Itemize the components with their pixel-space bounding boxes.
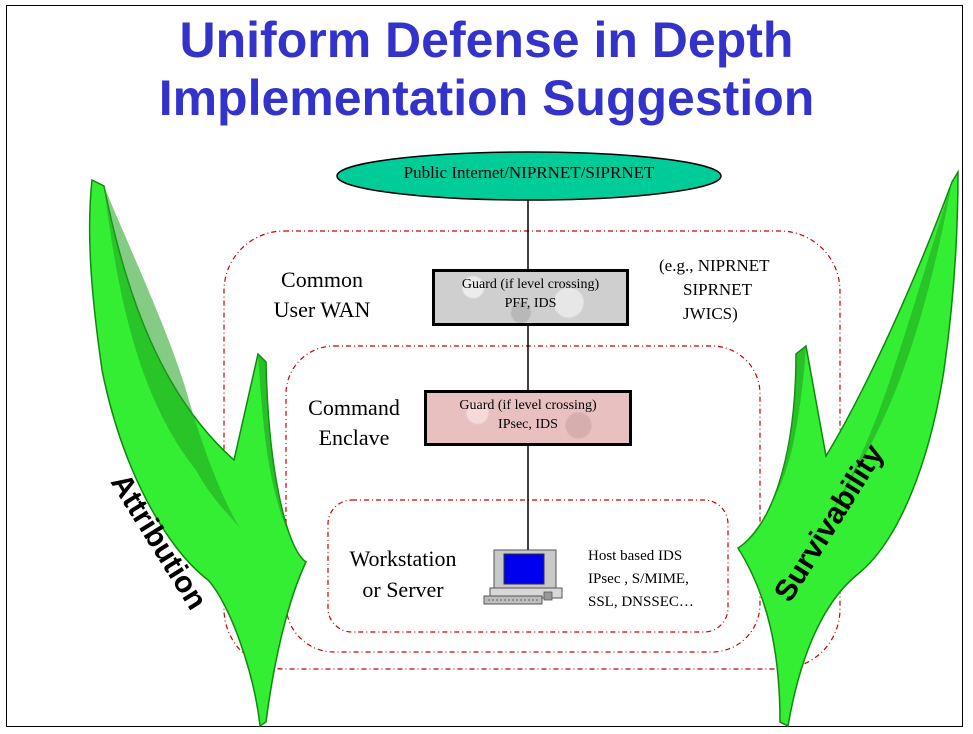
title-line-2: Implementation Suggestion	[158, 70, 815, 126]
enclave-boundary	[285, 345, 761, 653]
wan-boundary	[223, 230, 841, 670]
host-tech-line-3: SSL, DNSSEC…	[588, 594, 694, 610]
host-label-line-2: or Server	[362, 577, 444, 602]
slide-frame	[6, 5, 963, 727]
computer-icon	[483, 549, 563, 605]
wan-examples-line-2: SIPRNET	[683, 280, 752, 299]
wan-guard-line-1: Guard (if level crossing)	[461, 277, 600, 292]
wan-examples-line-3: JWICS)	[683, 304, 738, 323]
wan-label-line-2: User WAN	[273, 297, 371, 322]
wan-guard-box: Guard (if level crossing) PFF, IDS	[432, 269, 629, 326]
wan-guard-line-2: PFF, IDS	[504, 296, 557, 311]
wan-label-line-1: Common	[281, 267, 363, 292]
network-label: Public Internet/NIPRNET/SIPRNET	[403, 163, 655, 182]
host-tech-line-1: Host based IDS	[588, 548, 683, 564]
network-oval	[336, 151, 722, 201]
enclave-guard-box: Guard (if level crossing) IPsec, IDS	[424, 390, 632, 446]
enclave-guard-line-1: Guard (if level crossing)	[459, 398, 597, 413]
survivability-arrow	[736, 169, 959, 728]
title-line-1: Uniform Defense in Depth	[179, 12, 794, 68]
wan-examples-line-1: (e.g., NIPRNET	[659, 256, 770, 275]
enclave-label-line-1: Command	[308, 395, 400, 420]
enclave-guard-line-2: IPsec, IDS	[498, 417, 558, 432]
attribution-arrow	[88, 178, 307, 728]
host-label-line-1: Workstation	[349, 546, 457, 571]
host-tech-line-2: IPsec , S/MIME,	[588, 571, 689, 587]
enclave-label-line-2: Enclave	[318, 425, 390, 450]
